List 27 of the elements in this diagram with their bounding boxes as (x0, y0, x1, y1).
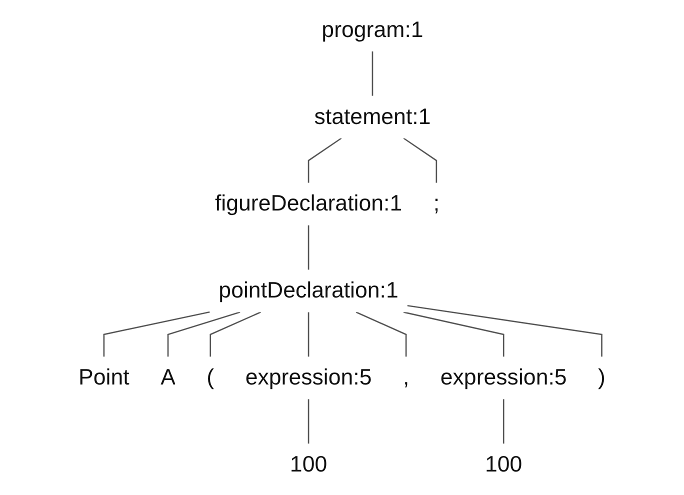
connector (308, 312, 310, 357)
node-text: figureDeclaration:1 (214, 192, 402, 216)
connector (308, 138, 342, 183)
node-text: expression:5 (245, 366, 372, 390)
node-text: statement:1 (314, 104, 431, 130)
connector (308, 225, 310, 270)
connector (403, 312, 504, 357)
connector (407, 304, 602, 357)
connector (308, 399, 310, 444)
node-text: program:1 (322, 18, 424, 42)
node-text: pointDeclaration:1 (218, 278, 398, 304)
connector (372, 51, 374, 96)
node-text: ) (598, 366, 606, 390)
connector (103, 311, 210, 357)
node-text: ( (206, 366, 214, 390)
connector (502, 399, 504, 444)
node-text: ; (433, 192, 440, 216)
connector (356, 312, 407, 357)
node-text: A (160, 366, 176, 390)
connector (167, 312, 240, 357)
node-text: Point (78, 366, 130, 390)
node-text: , (402, 366, 410, 390)
node-text: 100 (290, 452, 328, 478)
connector (210, 312, 261, 357)
node-text: 100 (485, 452, 522, 478)
connector (403, 138, 438, 183)
node-text: expression:5 (440, 366, 567, 390)
